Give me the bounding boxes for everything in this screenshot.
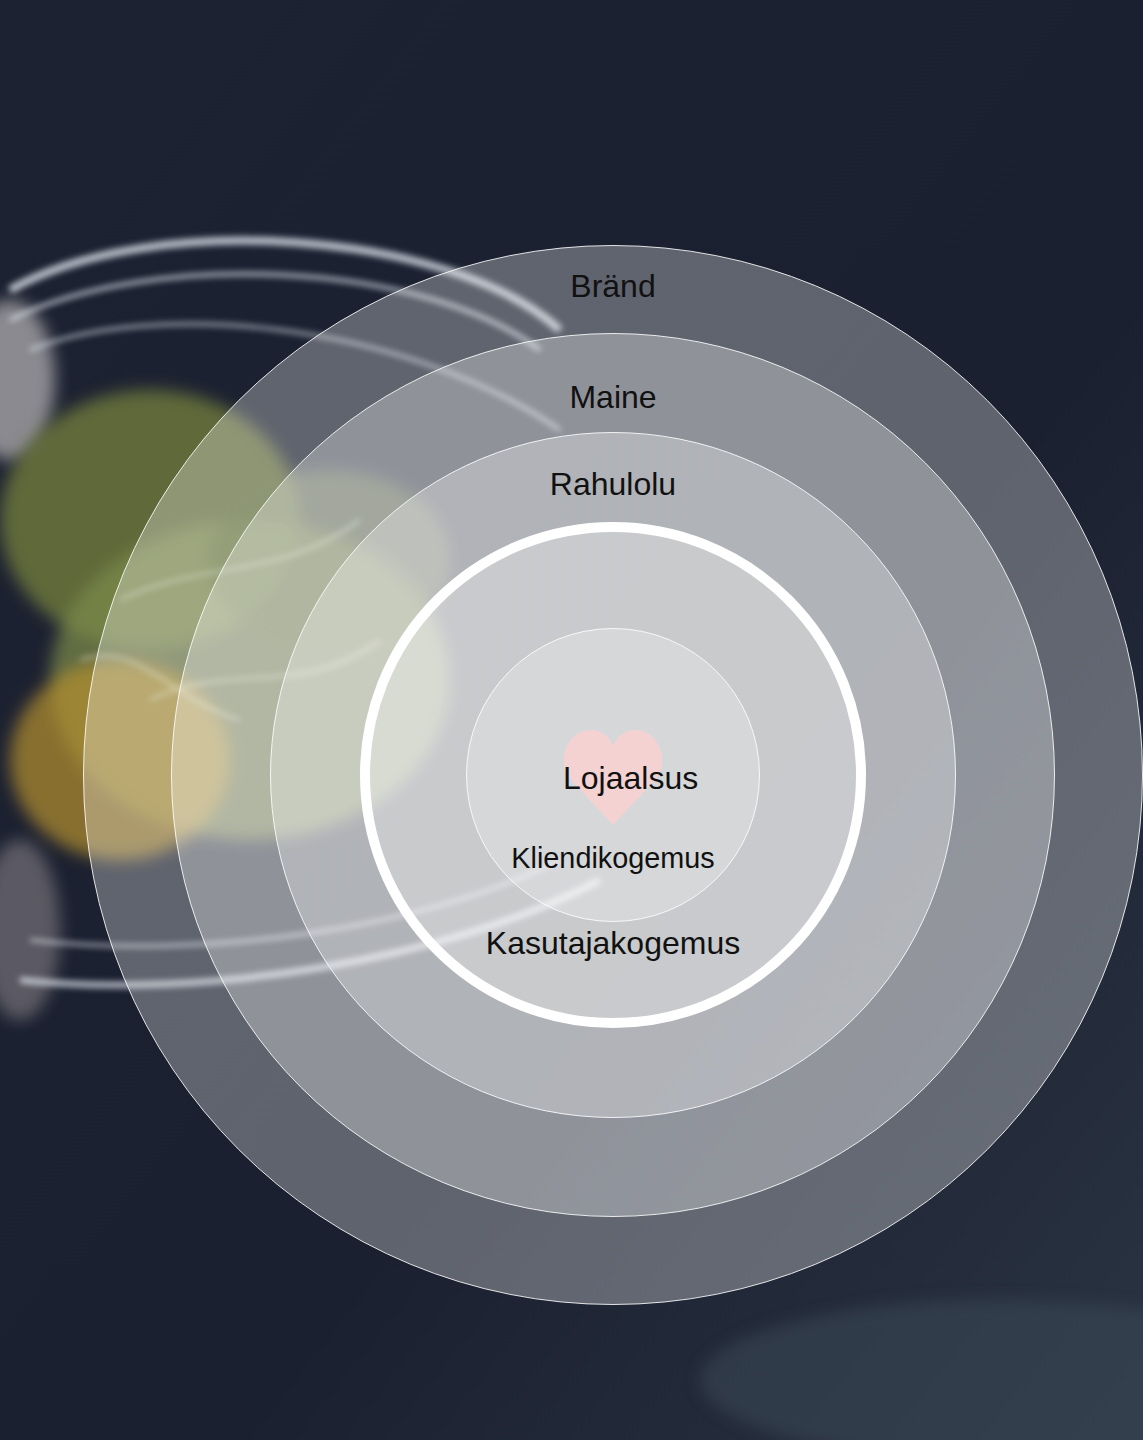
ring-label: Lojaalsus — [563, 759, 663, 797]
ring-label: Kliendikogemus — [466, 839, 760, 877]
user-experience-circle: Kasutajakogemus Kliendikogemus Lojaalsus — [360, 522, 866, 1028]
ring-label: Maine — [171, 378, 1055, 416]
ring-label: Rahulolu — [270, 465, 956, 503]
loyalty-heart: Lojaalsus — [563, 728, 663, 825]
ring-label: Bränd — [83, 267, 1143, 305]
brand-ring: BrändMaineRahuloluKasutajakogemusKliendi… — [83, 245, 1143, 1305]
satisfaction-ring: RahuloluKasutajakogemus Kliendikogemus Loj… — [270, 432, 956, 1118]
reputation-ring: MaineRahuloluKasutajakogemusKliendikogem… — [171, 333, 1055, 1217]
ring-label: Kasutajakogemus — [360, 924, 866, 962]
customer-experience-circle: Kliendikogemus Lojaalsus — [466, 628, 760, 922]
